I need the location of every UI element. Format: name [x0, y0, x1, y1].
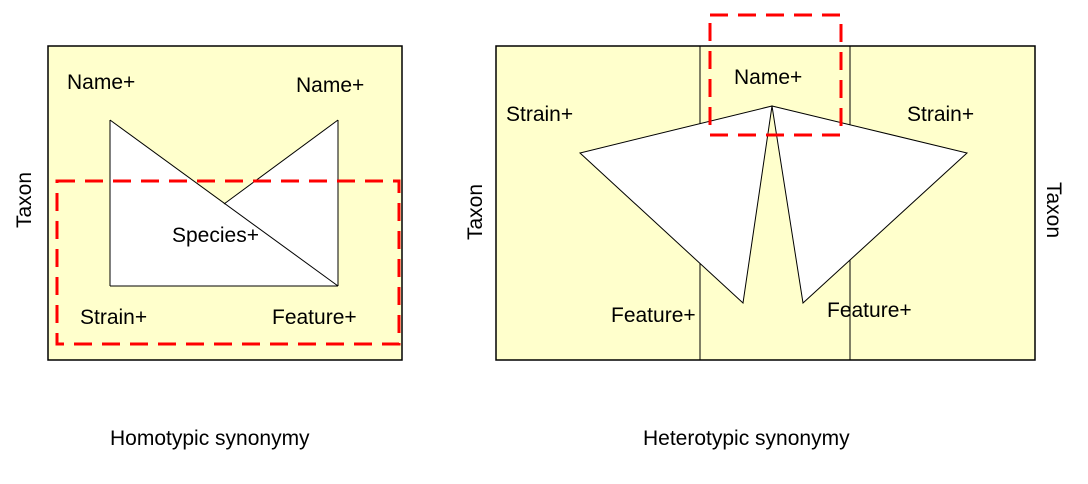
heterotypic-name-label: Name+: [734, 66, 802, 89]
homotypic-name-left-label: Name+: [67, 71, 135, 94]
homotypic-species-label: Species+: [172, 224, 259, 247]
heterotypic-panel: Name+ Strain+ Strain+ Feature+ Feature+ …: [464, 13, 1065, 450]
homotypic-taxon-label: Taxon: [13, 172, 36, 228]
homotypic-strain-label: Strain+: [80, 306, 147, 329]
homotypic-feature-label: Feature+: [272, 306, 357, 329]
heterotypic-feature-left-label: Feature+: [611, 304, 696, 327]
heterotypic-left-triangle: [578, 105, 773, 305]
heterotypic-right-triangle: [771, 105, 969, 304]
homotypic-panel: Name+ Name+ Species+ Strain+ Feature+ Ta…: [13, 45, 403, 450]
homotypic-diagonal-long: [109, 119, 339, 287]
homotypic-highlight-box: [55, 179, 401, 346]
heterotypic-taxon-right-label: Taxon: [1042, 182, 1065, 238]
heterotypic-taxon-box: [495, 45, 1036, 361]
heterotypic-highlight-box: [708, 13, 843, 137]
homotypic-caption: Homotypic synonymy: [110, 427, 310, 450]
heterotypic-strain-right-label: Strain+: [907, 103, 974, 126]
homotypic-name-right-label: Name+: [296, 74, 364, 97]
heterotypic-taxon-left-label: Taxon: [464, 184, 487, 240]
heterotypic-feature-right-label: Feature+: [827, 299, 912, 322]
heterotypic-caption: Heterotypic synonymy: [643, 427, 850, 450]
homotypic-diagonal-short: [223, 119, 339, 205]
heterotypic-strain-left-label: Strain+: [506, 103, 573, 126]
